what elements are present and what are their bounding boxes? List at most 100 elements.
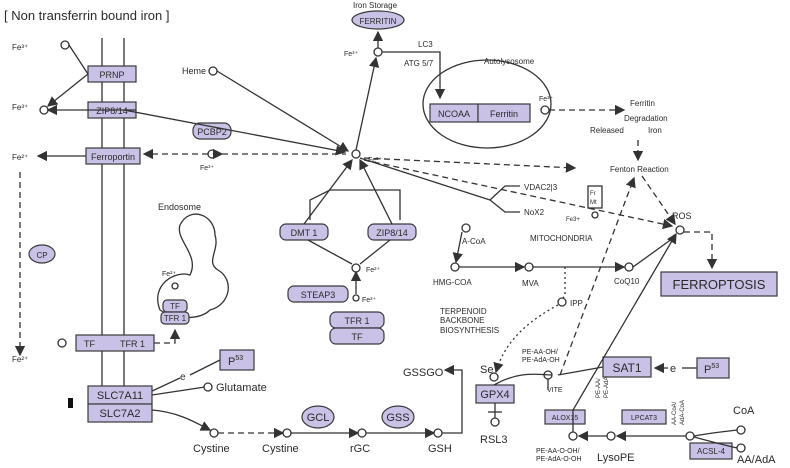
mito-box [587, 185, 603, 209]
fe2-to-mito [359, 157, 491, 201]
mva-to-ipp [561, 267, 566, 301]
acoa-node [461, 223, 471, 233]
fe3-node-a [60, 40, 70, 50]
endosome-vesicle-outline [309, 189, 401, 220]
aacoa-label-1: AA-CoA/ [672, 401, 678, 425]
iron-storage-label: Iron Storage [353, 1, 398, 10]
gsh-node [433, 428, 443, 438]
header-title: [ Non transferrin bound iron ] [4, 8, 169, 23]
acsl4-box [689, 442, 733, 460]
tfr1-endosome-box [160, 311, 190, 325]
cystine-node-2 [282, 428, 292, 438]
steap3-box [287, 285, 349, 303]
steap3-label: STEAP3 [301, 290, 336, 300]
fe3-steap-node [352, 294, 360, 302]
tf-vesicle-box [329, 327, 385, 345]
dmt1-to-fe2 [303, 158, 353, 225]
coa-link [693, 429, 738, 437]
e-label-right: e [670, 363, 676, 375]
ipp-node [557, 297, 567, 307]
mito-branch-lower [489, 199, 520, 213]
zip-vesicle-to-fe2 [359, 158, 393, 225]
fe2-central-node [351, 149, 361, 159]
tf-node [57, 338, 67, 348]
se-node [489, 372, 499, 382]
tfr1-membrane-label: TFR 1 [120, 339, 145, 349]
gcl-label: GCL [307, 412, 330, 424]
prnp-label: PRNP [99, 70, 124, 80]
autolysosome-label: Autolysosome [484, 57, 535, 66]
hmgcoa-node [450, 262, 460, 272]
cp-label: CP [36, 251, 47, 260]
fe3-storage-node [373, 47, 383, 57]
cystine-node-1 [209, 428, 219, 438]
ferritin-storage-node [351, 10, 405, 30]
tf-endosome-label: TF [170, 302, 180, 311]
zip-to-fe2 [123, 109, 347, 156]
slc7a2-label: SLC7A2 [100, 408, 141, 420]
pe-ooh-label-2: PE-AdA-O-OH [536, 456, 582, 463]
rgc-node [357, 428, 367, 438]
released-label: Released [590, 126, 624, 135]
pcbp2-box [192, 122, 232, 140]
fe3-label-a: Fe³⁺ [12, 43, 28, 52]
fe3-label-b: Fe³⁺ [12, 103, 28, 112]
ferroportin-label: Ferroportin [91, 152, 135, 162]
fe2-to-storage [355, 56, 380, 151]
gsh-to-gssgo [442, 364, 463, 434]
prnp-to-fe3 [46, 73, 89, 107]
tf-endocytosis-arrow [154, 328, 181, 344]
ferritin-autolysosome-label: Ferritin [490, 109, 518, 119]
fe3-to-prnp [68, 44, 89, 75]
fe3-pcbp-label: Fe³⁺ [200, 165, 215, 172]
fe2-to-zip-vesicle [359, 239, 391, 265]
ipp-to-gpx4 [493, 304, 559, 374]
glutamate-label: Glutamate [216, 382, 267, 394]
gss-label: GSS [386, 412, 409, 424]
fe3-autolysosome-node [540, 105, 550, 115]
p53-right-label: P53 [704, 363, 719, 376]
autolysosome-membrane [422, 59, 552, 149]
endosome-membrane [157, 213, 229, 319]
zip814-vesicle-label: ZIP8/14 [376, 228, 408, 238]
mva-node [524, 262, 534, 272]
ferritin-deg-label-1: Ferritin [630, 99, 655, 108]
coa-node [736, 425, 746, 435]
rgc-label: rGC [350, 443, 370, 455]
terpenoid-label-2: BACKBONE [440, 316, 484, 325]
p53-to-e [189, 359, 221, 376]
terpenoid-label-1: TERPENOID [440, 307, 487, 316]
aacoa-label-2: AdA-CoA [680, 400, 686, 425]
coa-label: CoA [733, 405, 755, 417]
fe3-to-autolysosome [382, 51, 446, 100]
ferroptosis-label: FERROPTOSIS [673, 277, 766, 292]
ferritin-autolysosome-box [477, 103, 531, 123]
ros-label: ROS [672, 211, 692, 221]
cystine-label-1: Cystine [193, 443, 230, 455]
alox15-label: ALOX15 [552, 415, 579, 422]
mt-label: Mt [590, 200, 597, 206]
rsl3-node [490, 417, 500, 427]
p53-left-label: P53 [228, 355, 243, 368]
tfr1-endosome-label: TFR 1 [164, 314, 187, 323]
e-label-left: e [180, 372, 186, 383]
fe2-to-dmt1 [307, 239, 353, 265]
coq10-inhibit-ros [632, 235, 677, 268]
fe3-autolysosome-label: Fe³⁺ [539, 96, 554, 103]
rsl3-label: RSL3 [480, 434, 508, 446]
slc7a11-label: SLC7A11 [97, 390, 143, 402]
ferritin-deg-label-2: Degradation [624, 114, 668, 123]
vdac-label: VDAC2|3 [524, 183, 558, 192]
fe2-endosome-label: Fe²⁺ [162, 271, 177, 278]
acsl4-label: ACSL-4 [697, 447, 726, 456]
fe3-storage-label: Fe³⁺ [344, 51, 359, 58]
ncoaa-label: NCOAA [438, 109, 470, 119]
lpcat3-label: LPCAT3 [631, 415, 657, 422]
slc7a2-box [87, 403, 153, 423]
fenton-to-ros [641, 175, 676, 226]
pe-ooh-label-1: PE-AA-O-OH/ [536, 448, 580, 455]
e-inhibit-slc [149, 377, 181, 393]
endosome-label: Endosome [158, 202, 201, 212]
fe2-endosome-node [171, 282, 179, 290]
